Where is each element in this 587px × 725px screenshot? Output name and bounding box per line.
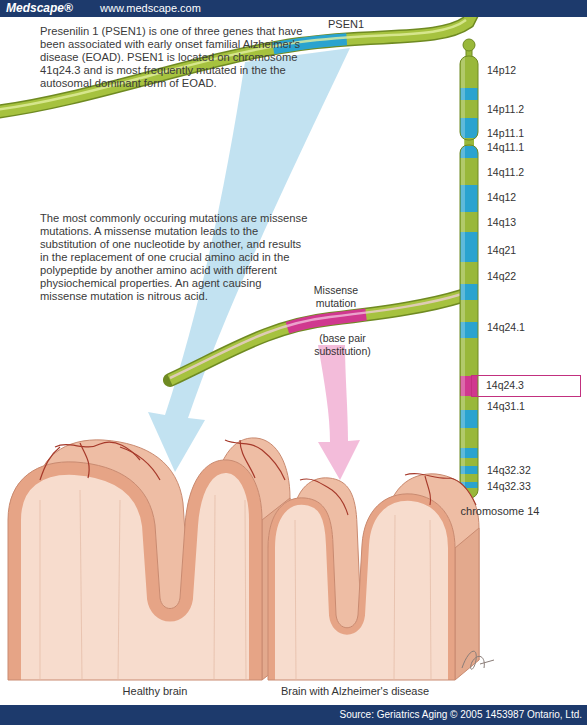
band-label: 14q12: [487, 191, 567, 204]
node-text: Medscape®: [6, 1, 96, 15]
band-label: 14q32.33: [487, 480, 577, 493]
band-label: 14q21: [487, 244, 567, 257]
band-label: 14q11.1: [487, 141, 567, 154]
label: (base pair substitution): [300, 332, 385, 358]
band-label: 14p11.2: [487, 103, 567, 116]
band-label: 14q22: [487, 270, 567, 283]
band-label: 14q31.1: [487, 400, 567, 413]
band-label: 14q11.2: [487, 166, 567, 179]
band-label: 14p11.1: [487, 127, 567, 140]
node-text: 14q24.3: [486, 379, 576, 392]
label: Missense mutation: [305, 284, 367, 310]
band-label: 14p12: [487, 64, 567, 77]
header-band: Medscape® www.medscape.com: [0, 0, 587, 17]
label: Brain with Alzheimer's disease: [255, 685, 455, 698]
info-paragraph: Presenilin 1 (PSEN1) is one of three gen…: [40, 25, 308, 90]
signature: [462, 651, 494, 669]
label: PSEN1: [316, 18, 376, 31]
dna-strand: [0, 14, 472, 112]
band-label: 14q13: [487, 216, 567, 229]
label: chromosome 14: [440, 505, 560, 518]
alzheimer-brain: [268, 474, 479, 680]
band-label: 14q32.32: [487, 464, 577, 477]
pink-arrow: [318, 345, 360, 480]
healthy-brain: [8, 438, 290, 680]
band-label: 14q24.1: [487, 321, 567, 334]
source-footer: Source: Geriatrics Aging © 2005 1453987 …: [0, 705, 587, 725]
band-label-box: 14q24.3: [471, 375, 581, 397]
info-paragraph: The most commonly occuring mutations are…: [40, 212, 308, 303]
chromosome: [455, 39, 485, 510]
node-text: www.medscape.com: [100, 2, 250, 15]
node-text: Source: Geriatrics Aging © 2005 1453987 …: [200, 709, 582, 721]
label: Healthy brain: [80, 685, 230, 698]
